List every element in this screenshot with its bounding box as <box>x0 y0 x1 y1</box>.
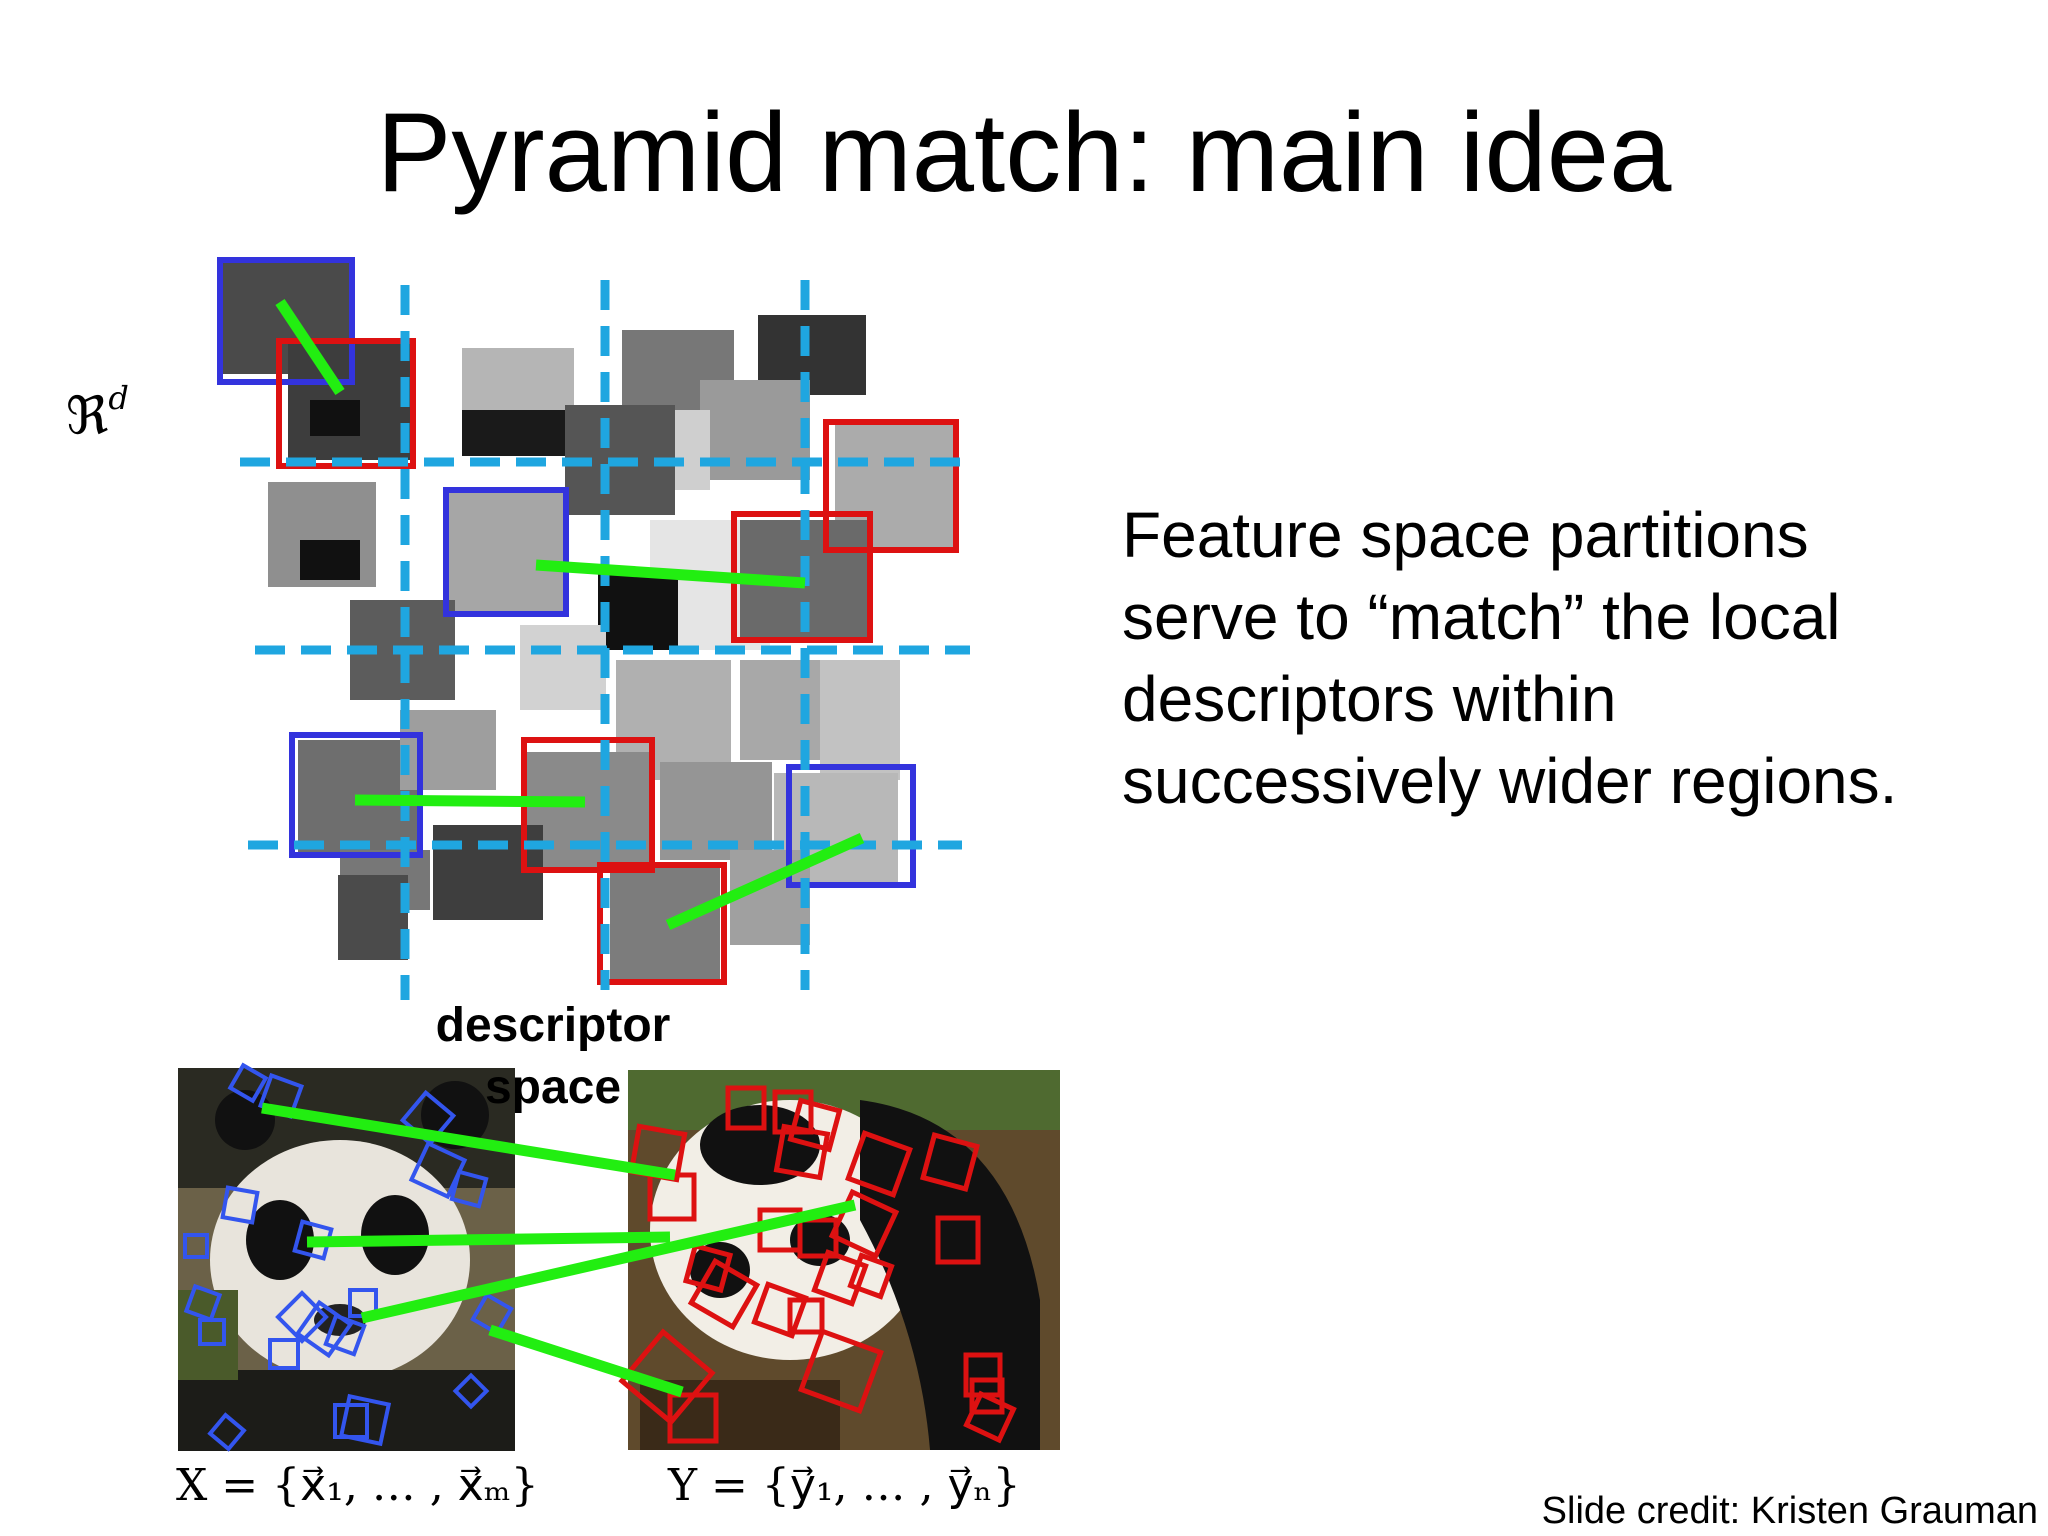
set-y-feature-detections <box>618 1085 1017 1444</box>
slide-title: Pyramid match: main idea <box>376 90 1672 215</box>
descriptor-match-lines <box>275 298 865 931</box>
slide-credit: Slide credit: Kristen Grauman <box>1541 1490 2038 1532</box>
set-x-formula: X = {x⃗₁, … , x⃗ₘ} <box>176 1460 539 1511</box>
feature-space-r: ℜ <box>66 386 109 447</box>
set-x-photo <box>178 1068 515 1451</box>
feature-space-superscript: d <box>108 379 129 417</box>
image-match-lines <box>261 1102 857 1398</box>
body-line-1: Feature space partitions <box>1122 499 1809 571</box>
body-line-3: descriptors within <box>1122 663 1617 735</box>
set-y-photo <box>628 1070 1060 1450</box>
descriptor-space-label-line2: space <box>484 1061 622 1114</box>
body-line-2: serve to “match” the local <box>1122 581 1841 653</box>
descriptor-space-label: descriptor space <box>418 995 688 1119</box>
feature-space-symbol: ℜd <box>66 379 129 447</box>
set-y-formula: Y = {y⃗₁, … , y⃗ₙ} <box>668 1460 1021 1511</box>
body-text: Feature space partitions serve to “match… <box>1122 494 2022 822</box>
set-x-feature-detections <box>183 1062 514 1452</box>
set-x-descriptor-boxes <box>217 257 916 888</box>
descriptor-space-label-line1: descriptor <box>435 999 671 1052</box>
partition-grid <box>240 280 970 1000</box>
body-line-4: successively wider regions. <box>1122 745 1898 817</box>
